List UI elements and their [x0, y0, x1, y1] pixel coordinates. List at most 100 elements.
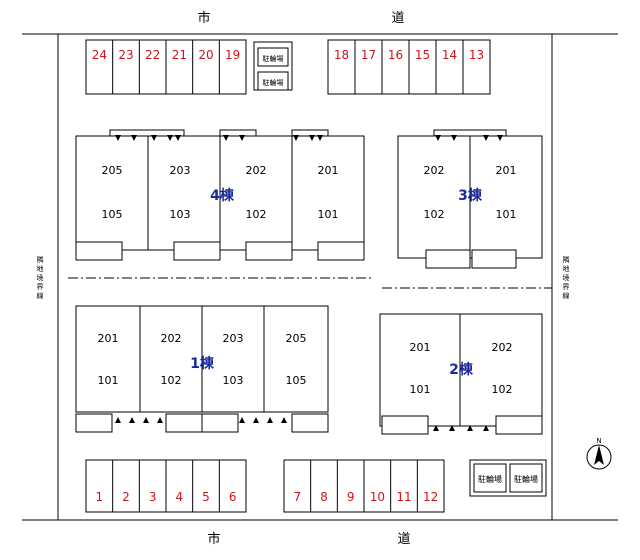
parking-space-24: 24	[92, 48, 107, 62]
parking-space-8: 8	[320, 490, 328, 504]
entry-marker	[317, 135, 323, 141]
building-4: 4棟 205 203 202 201 105 103 102 101	[75, 129, 365, 261]
boundary-label-char: 界	[37, 283, 44, 291]
parking-space-2: 2	[122, 490, 130, 504]
parking-space-1: 1	[96, 490, 104, 504]
parking-space-11: 11	[396, 490, 411, 504]
parking-space-14: 14	[442, 48, 457, 62]
bike-parking-top: 駐輪場 駐輪場	[253, 41, 293, 91]
entry-marker	[483, 135, 489, 141]
unit-202: 202	[246, 164, 267, 177]
entry-marker	[483, 425, 489, 431]
unit-105: 105	[102, 208, 123, 221]
top-road-label-2: 道	[391, 11, 404, 26]
entry-marker	[435, 135, 441, 141]
unit-202: 202	[492, 341, 513, 354]
bike-parking-label: 駐輪場	[478, 474, 502, 484]
entry-markers	[115, 135, 503, 431]
bike-parking-label: 駐輪場	[514, 474, 538, 484]
boundary-label-char: 線	[563, 291, 570, 300]
boundary-label-char: 線	[37, 291, 44, 300]
building-1-name: 1棟	[190, 355, 215, 372]
building-4-name: 4棟	[210, 187, 235, 204]
bottom-road-label-2: 道	[397, 532, 410, 547]
unit-101: 101	[496, 208, 517, 221]
entry-marker	[157, 417, 163, 423]
parking-space-7: 7	[294, 490, 302, 504]
boundary-label-char: 境	[37, 273, 44, 282]
parking-space-16: 16	[388, 48, 403, 62]
bike-parking-bottom: 駐輪場 駐輪場	[469, 459, 547, 497]
parking-space-20: 20	[198, 48, 213, 62]
entry-marker	[281, 417, 287, 423]
boundary-label-char: 地	[563, 264, 570, 273]
north-label: N	[596, 437, 601, 445]
unit-201: 201	[496, 164, 517, 177]
parking-space-4: 4	[176, 490, 184, 504]
entry-marker	[497, 135, 503, 141]
parking-space-3: 3	[149, 490, 157, 504]
unit-205: 205	[102, 164, 123, 177]
entry-marker	[467, 425, 473, 431]
entry-marker	[143, 417, 149, 423]
unit-202: 202	[161, 332, 182, 345]
unit-205: 205	[286, 332, 307, 345]
entry-marker	[433, 425, 439, 431]
unit-201: 201	[98, 332, 119, 345]
entry-marker	[175, 135, 181, 141]
boundary-label-char: 界	[563, 283, 570, 291]
unit-101: 101	[410, 383, 431, 396]
entry-marker	[451, 135, 457, 141]
parking-space-18: 18	[334, 48, 349, 62]
boundary-label-char: 隣	[563, 255, 570, 264]
building-3-name: 3棟	[458, 187, 483, 204]
entry-marker	[293, 135, 299, 141]
entry-marker	[151, 135, 157, 141]
boundary-label-char: 地	[37, 264, 44, 273]
parking-space-15: 15	[415, 48, 430, 62]
entry-marker	[449, 425, 455, 431]
top-road-label-1: 市	[197, 10, 210, 26]
entry-marker	[115, 135, 121, 141]
entry-marker	[115, 417, 121, 423]
parking-space-6: 6	[229, 490, 237, 504]
unit-105: 105	[286, 374, 307, 387]
parking-space-19: 19	[225, 48, 240, 62]
entry-marker	[131, 135, 137, 141]
parking-space-10: 10	[370, 490, 385, 504]
entry-marker	[239, 135, 245, 141]
parking-space-9: 9	[347, 490, 355, 504]
unit-101: 101	[98, 374, 119, 387]
unit-201: 201	[410, 341, 431, 354]
parking-bottom-right: 7 8 9 10 11 12	[283, 459, 445, 513]
parking-space-17: 17	[361, 48, 376, 62]
unit-102: 102	[161, 374, 182, 387]
unit-101: 101	[318, 208, 339, 221]
entry-marker	[239, 417, 245, 423]
parking-space-23: 23	[118, 48, 133, 62]
parking-space-13: 13	[469, 48, 484, 62]
parking-top-right: 18 17 16 15 14 13	[327, 39, 491, 95]
building-2: 2棟 201 202 101 102	[379, 313, 543, 435]
entry-marker	[223, 135, 229, 141]
boundary-label-char: 境	[563, 273, 570, 282]
parking-space-12: 12	[423, 490, 438, 504]
north-arrow: N	[586, 437, 612, 470]
top-road: 市 道	[22, 10, 618, 35]
unit-103: 103	[170, 208, 191, 221]
building-2-name: 2棟	[449, 361, 474, 378]
unit-203: 203	[223, 332, 244, 345]
unit-201: 201	[318, 164, 339, 177]
unit-203: 203	[170, 164, 191, 177]
parking-space-21: 21	[172, 48, 187, 62]
building-1: 1棟 201 202 203 205 101 102 103 105	[75, 305, 329, 433]
bike-parking-label: 駐輪場	[263, 78, 284, 87]
entry-marker	[253, 417, 259, 423]
entry-marker	[129, 417, 135, 423]
